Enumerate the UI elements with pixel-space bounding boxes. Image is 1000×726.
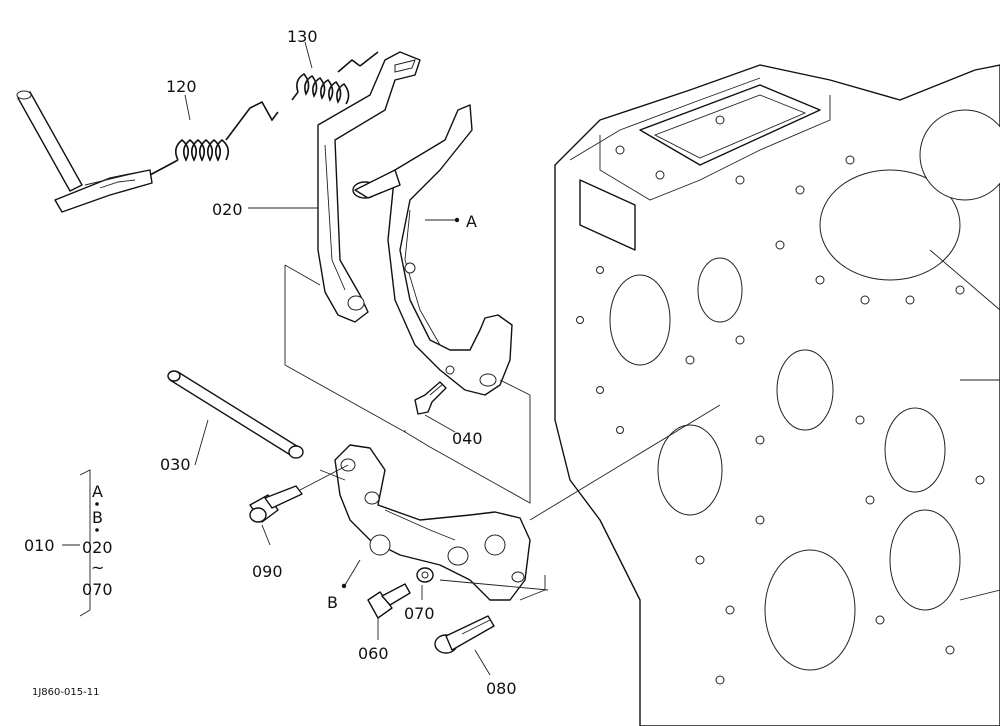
- spring-120: [149, 100, 279, 176]
- ref-a-dot: [454, 217, 460, 223]
- callout-030: 030: [160, 455, 191, 474]
- callout-090: 090: [252, 562, 283, 581]
- set-dot-2: [95, 528, 99, 532]
- engine-block: [554, 64, 1000, 726]
- shaft-030: [167, 370, 304, 459]
- callout-080: 080: [486, 679, 517, 698]
- callout-070: 070: [404, 604, 435, 623]
- set-line-020: 020: [82, 538, 113, 557]
- shaft-lever: [16, 90, 153, 213]
- set-line-b: B: [92, 508, 103, 527]
- bolt-080: [434, 615, 495, 654]
- bolt-090: [249, 485, 303, 523]
- set-line-a: A: [92, 482, 103, 501]
- callout-120: 120: [166, 77, 197, 96]
- callout-a: A: [466, 212, 477, 231]
- callout-020: 020: [212, 200, 243, 219]
- set-line-tilde: ~: [91, 558, 104, 577]
- spring-130: [291, 51, 379, 105]
- callout-040: 040: [452, 429, 483, 448]
- figure-code: 1J860-015-11: [32, 687, 99, 698]
- callout-130: 130: [287, 27, 318, 46]
- bracket-b: [334, 444, 531, 601]
- shifter-lever-a: [352, 104, 513, 396]
- callout-b: B: [327, 593, 338, 612]
- leader-lines: [62, 41, 491, 676]
- set-line-070: 070: [82, 580, 113, 599]
- arm-020: [317, 51, 421, 323]
- ref-b-dot: [341, 583, 347, 589]
- guide-lines: [284, 264, 721, 601]
- callout-010: 010: [24, 536, 55, 555]
- bolt-060: [367, 583, 411, 619]
- callout-060: 060: [358, 644, 389, 663]
- set-dot-1: [95, 502, 99, 506]
- bolt-040: [414, 381, 447, 415]
- washer-070: [416, 567, 434, 583]
